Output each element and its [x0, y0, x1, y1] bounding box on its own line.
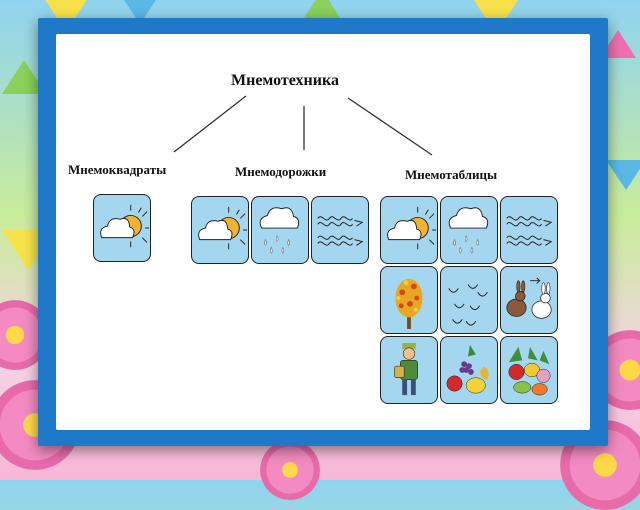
diagram-title: Мнемотехника [231, 72, 339, 89]
confetti-blue [606, 160, 640, 190]
sun-cloud-icon [191, 196, 249, 264]
slide-frame: Мнемотехника Мнемоквадраты Мнемодорожки … [38, 18, 608, 446]
harvest-man-icon [380, 336, 438, 404]
birds-icon [440, 266, 498, 334]
fruit-basket-icon [440, 336, 498, 404]
flower-icon [260, 440, 320, 500]
wind-icon [311, 196, 369, 264]
connector-line-squares [173, 95, 247, 153]
branch-label-squares: Мнемоквадраты [68, 162, 167, 177]
sun-cloud-icon [380, 196, 438, 264]
branch-label-paths: Мнемодорожки [235, 164, 327, 179]
branch-label-tables: Мнемотаблицы [405, 167, 498, 182]
connector-line-tables [347, 97, 433, 156]
sun-cloud-icon [93, 194, 151, 262]
vegetables-icon [500, 336, 558, 404]
rain-cloud-icon [440, 196, 498, 264]
wind-icon [500, 196, 558, 264]
connector-lines [173, 95, 433, 156]
diagram-panel: Мнемотехника Мнемоквадраты Мнемодорожки … [56, 34, 590, 430]
rain-cloud-icon [251, 196, 309, 264]
hares-icon [500, 266, 558, 334]
autumn-tree-icon [380, 266, 438, 334]
